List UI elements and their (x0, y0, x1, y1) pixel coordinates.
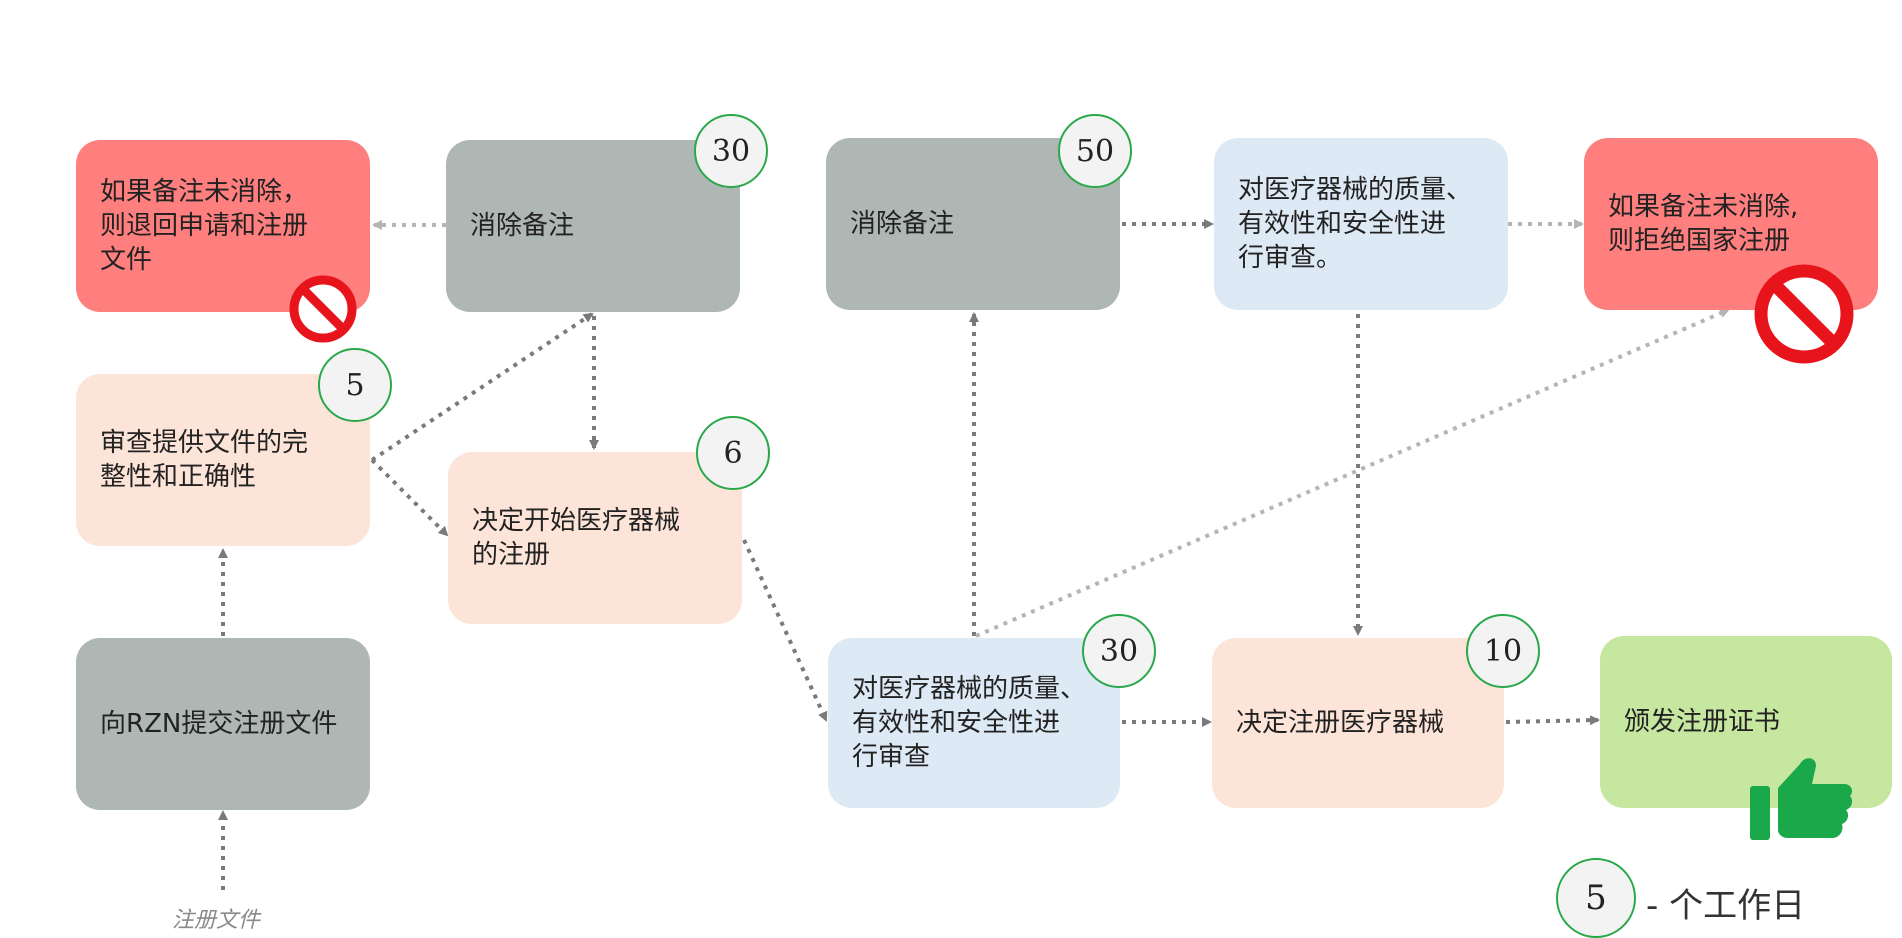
review-quality-top-text: 对医疗器械的质量、 有效性和安全性进 行审查。 (1238, 175, 1473, 273)
remove-note-2-text: 消除备注 (850, 209, 955, 239)
legend-badge: 5 (1556, 858, 1636, 938)
thumbs-up-icon (1750, 758, 1853, 840)
arrow-check-to-remove-note-1 (370, 312, 594, 462)
decide-register-text: 决定注册医疗器械 (1236, 708, 1445, 738)
arrow-decide-register-to-issue-cert (1505, 715, 1600, 726)
check-docs-text: 审查提供文件的完 整性和正确性 (100, 428, 309, 492)
legend-text: - 个工作日 (1646, 886, 1806, 926)
reject-return-box: 如果备注未消除， 则退回申请和注册 文件 (76, 140, 370, 312)
issue-cert-text: 颁发注册证书 (1624, 707, 1781, 737)
arrow-decide-start-to-review-bottom (742, 539, 828, 722)
days-badge-remove-note-1: 30 (694, 114, 768, 188)
review-quality-bottom-text: 对医疗器械的质量、 有效性和安全性进 行审查 (852, 674, 1087, 772)
reject-return-text: 如果备注未消除， 则退回申请和注册 文件 (100, 177, 309, 275)
remove-note-box-2: 消除备注 (826, 138, 1120, 310)
decide-start-box: 决定开始医疗器械 的注册 (448, 452, 742, 624)
days-badge-decide-start: 6 (696, 416, 770, 490)
issue-cert-box: 颁发注册证书 (1600, 636, 1892, 808)
arrow-review-bottom-to-reject-state (975, 308, 1730, 638)
decide-register-box: 决定注册医疗器械 (1212, 638, 1504, 808)
remove-note-box-1: 消除备注 (446, 140, 740, 312)
prohibited-icon (289, 275, 357, 343)
days-badge-review-quality-bottom: 30 (1082, 614, 1156, 688)
input-caption: 注册文件 (172, 908, 261, 933)
reject-state-text: 如果备注未消除, 则拒绝国家注册 (1608, 192, 1799, 256)
decide-start-text: 决定开始医疗器械 的注册 (472, 506, 681, 570)
review-quality-top-box: 对医疗器械的质量、 有效性和安全性进 行审查。 (1214, 138, 1508, 310)
review-quality-bottom-box: 对医疗器械的质量、 有效性和安全性进 行审查 (828, 638, 1120, 808)
check-docs-box: 审查提供文件的完 整性和正确性 (76, 374, 370, 546)
submit-docs-box: 向RZN提交注册文件 (76, 638, 370, 810)
days-badge-remove-note-2: 50 (1058, 114, 1132, 188)
arrow-check-to-decide-start (370, 458, 449, 537)
prohibited-icon (1754, 264, 1854, 364)
submit-docs-text: 向RZN提交注册文件 (100, 709, 338, 739)
remove-note-1-text: 消除备注 (470, 211, 575, 241)
days-badge-decide-register: 10 (1466, 614, 1540, 688)
days-badge-check-docs: 5 (318, 348, 392, 422)
